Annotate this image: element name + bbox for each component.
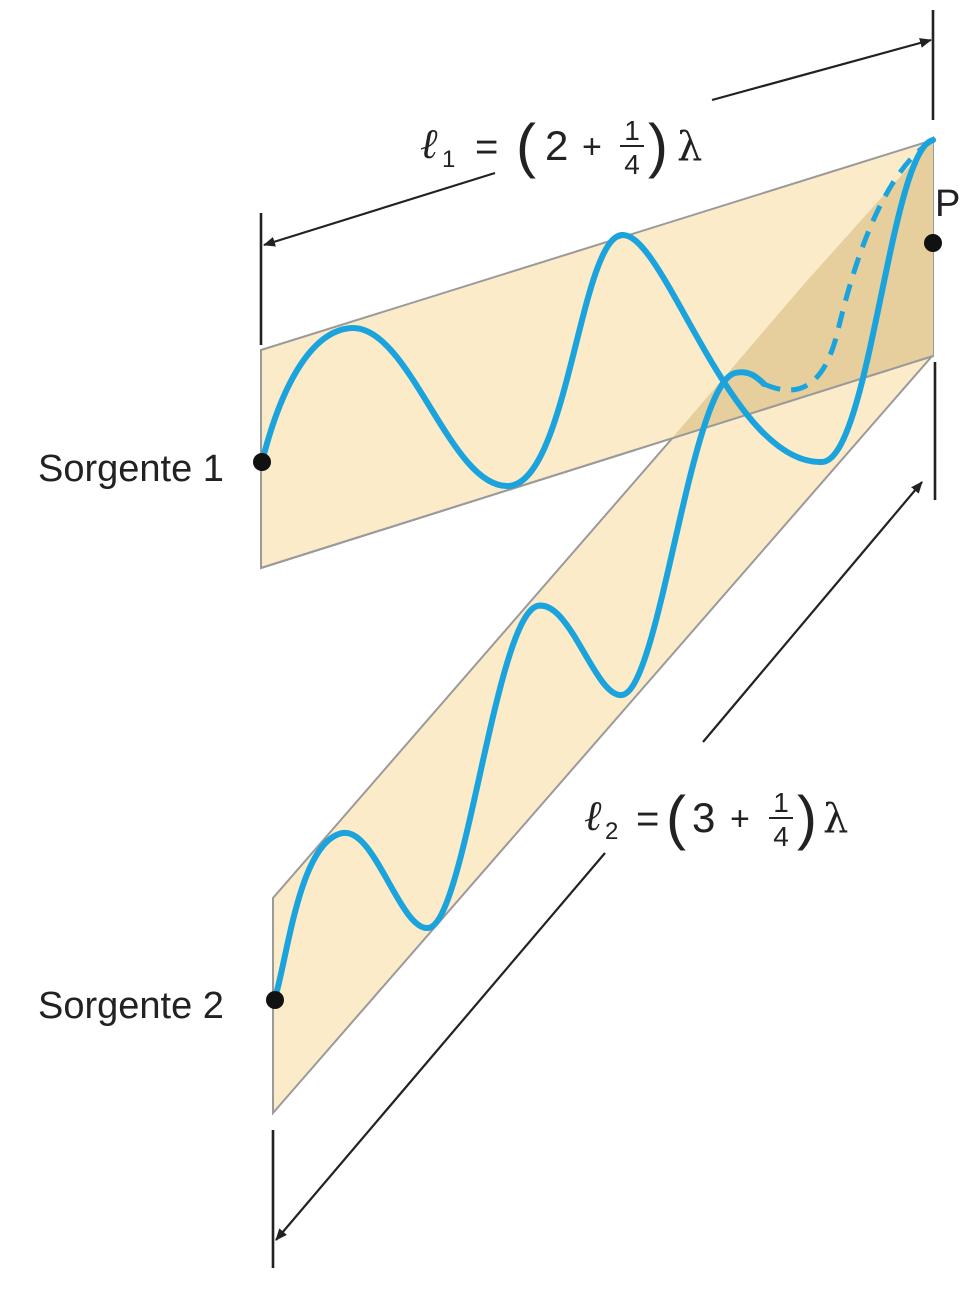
dimension-arrow-2-left bbox=[275, 852, 606, 1241]
formula-l1-numerator: 1 bbox=[624, 115, 640, 146]
dimension-arrow-1-right bbox=[711, 38, 932, 102]
band-1-lower-edge bbox=[260, 355, 934, 569]
formula-l2-numerator: 1 bbox=[773, 787, 789, 818]
formula-l2: ℓ 2 = ( 3 + 1 4 ) λ bbox=[584, 784, 848, 852]
formula-l2-ell: ℓ bbox=[584, 791, 602, 840]
point-p-dot bbox=[924, 234, 942, 252]
formula-l1-subscript: 1 bbox=[442, 146, 455, 173]
formula-l1-right-paren: ) bbox=[648, 112, 668, 179]
wave-1 bbox=[259, 137, 936, 490]
formula-l1-equals: = bbox=[475, 125, 498, 169]
dimension-arrow-1-left bbox=[263, 171, 496, 247]
source-1-dot bbox=[253, 453, 271, 471]
formula-l2-subscript: 2 bbox=[605, 818, 618, 845]
source-2-label: Sorgente 2 bbox=[38, 985, 224, 1027]
formula-l2-right-paren: ) bbox=[797, 784, 817, 851]
formula-l2-left-paren: ( bbox=[666, 784, 686, 851]
formula-l1-ell: ℓ bbox=[420, 119, 438, 168]
formula-l2-equals: = bbox=[636, 797, 659, 841]
formula-l2-lambda: λ bbox=[823, 796, 848, 842]
wave-2 bbox=[272, 369, 767, 1001]
point-p-label: P bbox=[935, 183, 960, 225]
formula-l2-denominator: 4 bbox=[773, 821, 789, 852]
formula-l2-integer: 3 bbox=[692, 794, 715, 841]
wave-2-hidden-segment bbox=[762, 137, 935, 393]
formula-l1-left-paren: ( bbox=[516, 112, 536, 179]
formula-l1-denominator: 4 bbox=[624, 149, 640, 180]
formula-l2-plus: + bbox=[730, 800, 750, 838]
formula-l1: ℓ 1 = ( 2 + 1 4 ) λ bbox=[420, 112, 702, 180]
dimension-arrow-2-right bbox=[702, 481, 923, 743]
formula-l1-integer: 2 bbox=[545, 122, 568, 169]
formula-l1-plus: + bbox=[582, 128, 602, 166]
formula-l1-lambda: λ bbox=[677, 124, 702, 170]
source-1-label: Sorgente 1 bbox=[38, 448, 224, 490]
source-2-dot bbox=[266, 991, 284, 1009]
